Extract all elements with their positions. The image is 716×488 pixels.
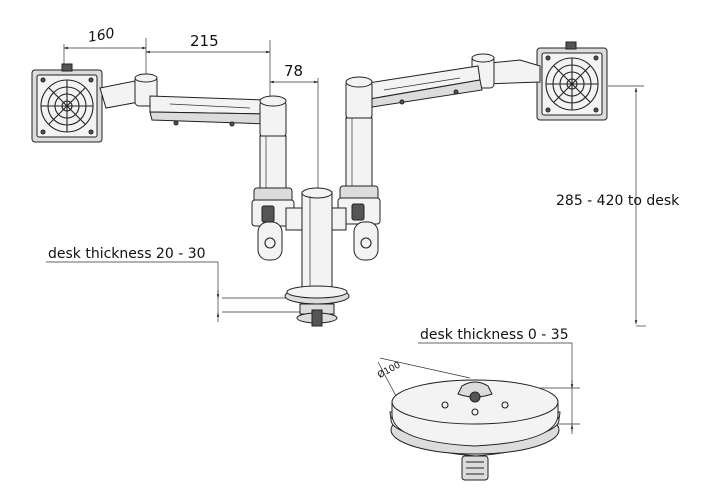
right-arm — [345, 53, 541, 121]
dim-desk-grommet: desk thickness 0 - 35 — [420, 327, 569, 343]
left-pole — [251, 135, 295, 261]
dim-height-range: 285 - 420 to desk — [556, 193, 680, 209]
dim-desk-clamp: desk thickness 20 - 30 — [48, 246, 206, 262]
grommet-base — [389, 379, 561, 481]
dim-pole-offset: 78 — [284, 62, 303, 80]
dim-grommet-diameter: Ø100 — [376, 360, 403, 381]
dim-pad-width: 160 — [87, 26, 116, 46]
right-pole — [337, 117, 381, 261]
left-vesa-plate — [31, 63, 103, 143]
central-post — [284, 187, 350, 327]
right-vesa-plate — [536, 41, 608, 121]
left-arm — [99, 73, 287, 139]
dimension-lines — [46, 38, 646, 434]
dim-arm-reach: 215 — [190, 32, 219, 50]
